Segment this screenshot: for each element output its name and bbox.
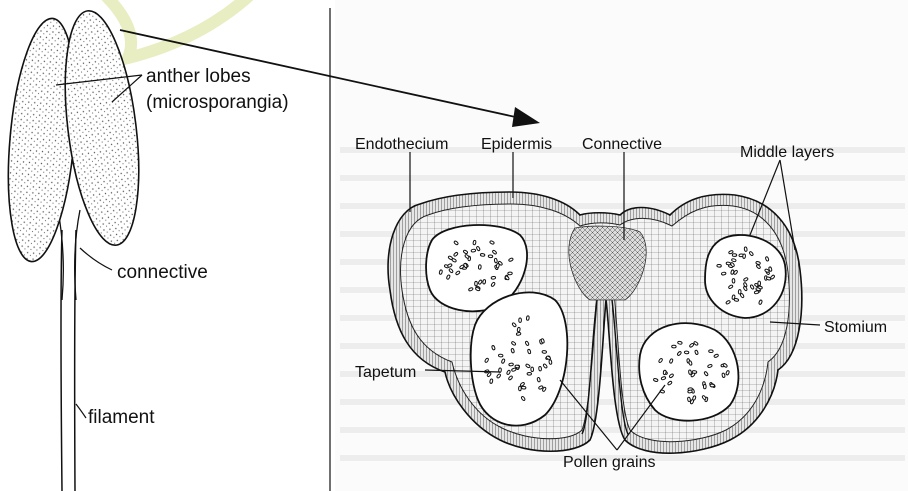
- pollen-grain: [722, 373, 726, 378]
- section-connective-tissue: [569, 226, 646, 300]
- label-stomium: Stomium: [824, 319, 887, 336]
- pollen-grain: [549, 360, 552, 365]
- pollen-grain: [531, 367, 534, 372]
- pollen-grain: [744, 247, 747, 252]
- label-microsporangia: (microsporangia): [146, 92, 289, 113]
- pollen-grain: [527, 373, 531, 376]
- label-epidermis: Epidermis: [481, 136, 552, 153]
- pollen-grain: [539, 366, 542, 371]
- pollen-grain: [687, 397, 690, 402]
- pollen-grain: [498, 354, 503, 357]
- pollen-sac-lower-left: [471, 292, 568, 425]
- pollen-grain: [710, 384, 715, 387]
- pollen-grain: [692, 371, 697, 374]
- label-tapetum: Tapetum: [355, 364, 416, 381]
- pollen-grain: [471, 249, 476, 252]
- pollen-grain: [490, 379, 493, 384]
- label-middle-layers: Middle layers: [740, 144, 834, 161]
- pollen-grain: [480, 253, 485, 256]
- pollen-grain: [494, 258, 497, 263]
- pollen-grain: [743, 254, 746, 259]
- pollen-grain: [491, 276, 496, 279]
- pollen-grain: [478, 265, 481, 270]
- pollen-grain: [717, 264, 722, 267]
- pollen-grain: [734, 298, 739, 301]
- pollen-grain: [521, 386, 526, 389]
- pollen-grain: [732, 279, 735, 284]
- pollen-grain: [732, 254, 736, 257]
- pollen-grain: [509, 363, 514, 366]
- label-anther-lobes: anther lobes: [146, 66, 251, 87]
- pollen-grain: [516, 332, 521, 336]
- label-pollen-grains: Pollen grains: [563, 454, 656, 471]
- pointer-connective: [80, 248, 112, 270]
- watermark: [105, 0, 250, 58]
- pollen-grain: [519, 318, 522, 322]
- pollen-grain: [688, 370, 691, 375]
- pollen-grain: [515, 365, 520, 368]
- pollen-grain: [508, 272, 513, 275]
- pollen-grain: [488, 255, 493, 258]
- pollen-grain: [473, 240, 476, 245]
- pollen-grain: [703, 384, 706, 388]
- pollen-grain: [517, 327, 520, 332]
- label-connective-section: Connective: [582, 136, 662, 153]
- pollen-grain: [663, 370, 666, 375]
- pollen-grain: [672, 345, 677, 348]
- pollen-grain: [726, 262, 731, 265]
- pollen-grain: [758, 281, 761, 285]
- pollen-grain: [721, 272, 726, 275]
- pollen-grain: [738, 290, 741, 295]
- pollen-grain: [526, 316, 529, 321]
- pointer-filament: [76, 404, 86, 418]
- pollen-grain: [475, 281, 478, 285]
- pollen-grain: [542, 350, 547, 353]
- pollen-grain: [519, 386, 522, 390]
- pollen-grain: [684, 351, 689, 354]
- pollen-grain: [688, 390, 693, 394]
- label-connective-stamen: connective: [117, 262, 208, 283]
- pollen-grain: [483, 279, 486, 284]
- label-endothecium: Endothecium: [355, 136, 448, 153]
- pollen-grain: [709, 350, 713, 353]
- label-filament: filament: [88, 407, 155, 428]
